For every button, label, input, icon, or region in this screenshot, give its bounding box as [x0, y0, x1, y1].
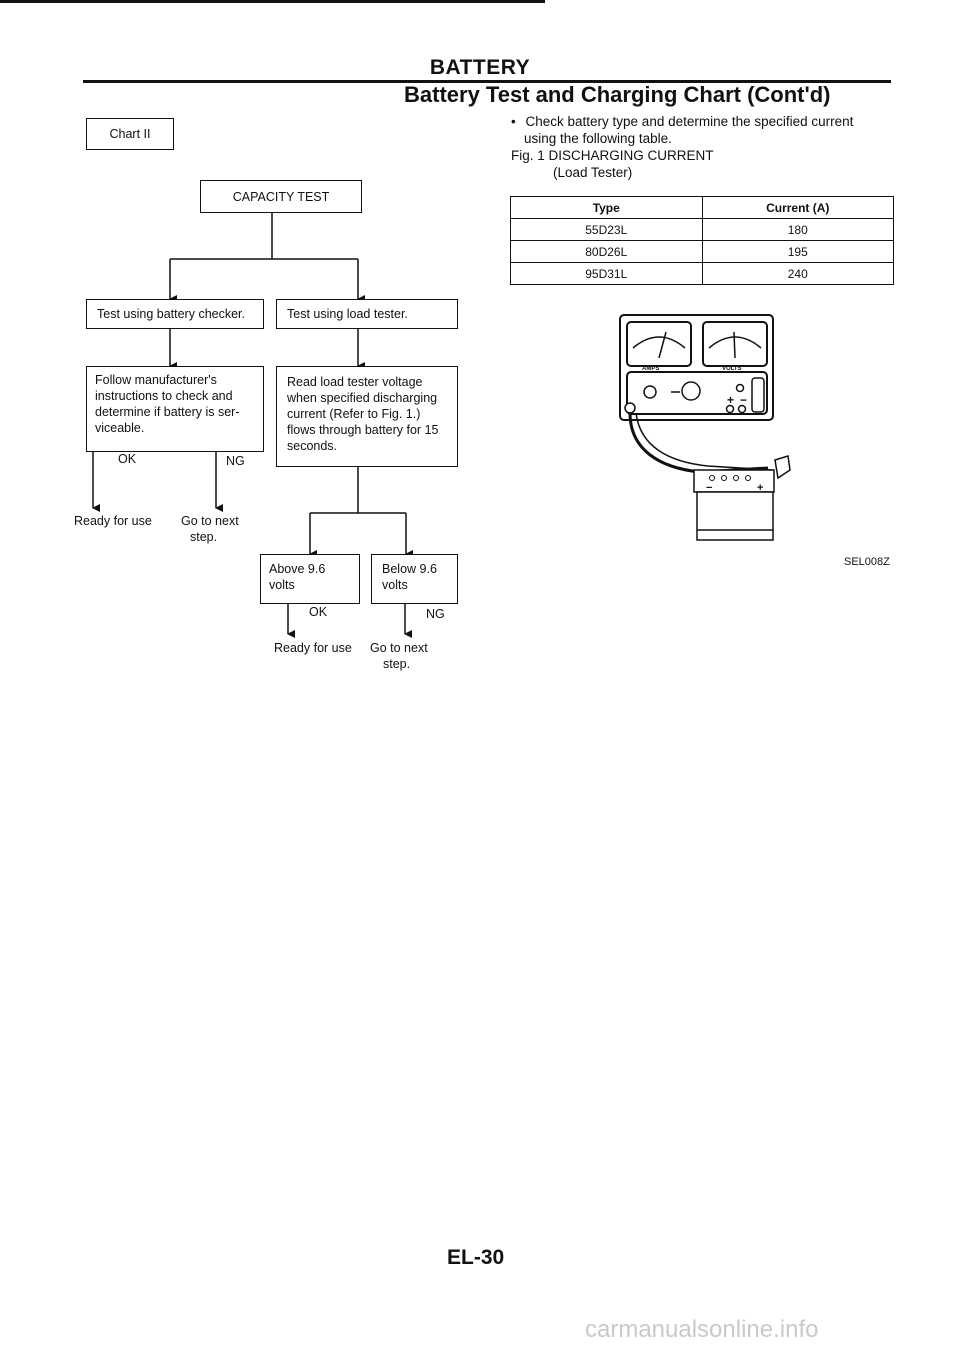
left-ng-label: NG	[226, 454, 245, 468]
watermark: carmanualsonline.info	[585, 1316, 819, 1343]
instruction-line: instructions to check and	[95, 389, 233, 403]
table-row: 80D26L 195	[510, 240, 894, 263]
instruction-line: Read load tester voltage	[287, 375, 423, 389]
amps-label: AMPS	[642, 366, 659, 372]
amps-meter	[626, 321, 692, 367]
top-rule	[0, 0, 545, 3]
below-voltage-box: Below 9.6 volts	[371, 554, 458, 604]
page-subtitle: Battery Test and Charging Chart (Cont'd)	[404, 82, 831, 107]
capacity-test-label: CAPACITY TEST	[232, 189, 330, 204]
table-header-row: Type Current (A)	[510, 196, 894, 219]
tester-cable-inner	[635, 412, 773, 471]
below-line: Below 9.6	[382, 562, 437, 576]
volts-scale	[708, 336, 762, 349]
header-rule	[83, 80, 891, 83]
result-line: Go to next	[181, 514, 239, 528]
manufacturer-instruction-box: Follow manufacturer's instructions to ch…	[86, 366, 264, 452]
tester-plus-label: +	[727, 393, 734, 407]
table-row: 55D23L 180	[510, 218, 894, 241]
table-row: 95D31L 240	[510, 262, 894, 285]
instruction-bullet-line: • Check battery type and determine the s…	[511, 113, 901, 130]
amps-scale	[632, 336, 686, 349]
battery-checker-box: Test using battery checker.	[86, 299, 264, 329]
table-cell-current: 195	[701, 240, 894, 263]
section-title: BATTERY	[429, 56, 531, 79]
instruction-line: Follow manufacturer's	[95, 373, 217, 387]
battery-case	[696, 491, 774, 541]
discharge-current-table: Type Current (A) 55D23L 180 80D26L 195 9…	[510, 196, 894, 285]
result-line: Go to next	[370, 641, 428, 655]
table-header-current: Current (A)	[701, 196, 894, 219]
below-line: volts	[382, 578, 408, 592]
terminal-icon	[735, 383, 745, 393]
tester-cable	[628, 412, 769, 474]
instruction-line-2: using the following table.	[524, 131, 672, 146]
figure-title: Fig. 1 DISCHARGING CURRENT	[511, 148, 714, 163]
load-tester-box: Test using load tester.	[276, 299, 458, 329]
load-tester-label: Test using load tester.	[287, 307, 408, 321]
tester-minus-label: −	[740, 393, 747, 407]
battery-checker-label: Test using battery checker.	[97, 307, 245, 321]
load-knob-icon	[681, 381, 701, 401]
amps-needle	[658, 331, 667, 359]
left-ng-result: Go to next step.	[181, 513, 239, 545]
above-voltage-box: Above 9.6 volts	[260, 554, 360, 604]
figure-code: SEL008Z	[844, 556, 890, 568]
instruction-line: current (Refer to Fig. 1.)	[287, 407, 421, 421]
indicator-lamp-icon	[643, 385, 657, 399]
chart-label: Chart II	[109, 127, 151, 141]
figure-subtitle: (Load Tester)	[553, 165, 633, 180]
capacity-test-box: CAPACITY TEST	[200, 180, 362, 213]
volts-needle	[733, 331, 736, 359]
right-ng-result: Go to next step.	[370, 640, 428, 672]
left-ok-label: OK	[118, 452, 137, 466]
instruction-block: • Check battery type and determine the s…	[511, 113, 901, 181]
above-line: Above 9.6	[269, 562, 326, 576]
right-ng-label: NG	[426, 607, 445, 621]
table-cell-current: 240	[701, 262, 894, 285]
instruction-line: flows through battery for 15	[287, 423, 439, 437]
above-line: volts	[269, 578, 295, 592]
terminal-icon	[725, 404, 735, 414]
instruction-line-1: Check battery type and determine the spe…	[525, 114, 854, 129]
battery-plus-label: +	[757, 482, 763, 494]
instruction-line: viceable.	[95, 421, 145, 435]
chart-label-box: Chart II	[86, 118, 174, 150]
instruction-line: when specified discharging	[287, 391, 438, 405]
left-ok-result: Ready for use	[74, 514, 152, 528]
terminal-strip	[751, 377, 765, 413]
result-line: step.	[190, 530, 218, 544]
terminal-icon	[737, 404, 747, 414]
battery-clamp-icon	[774, 455, 791, 480]
table-cell-type: 95D31L	[510, 262, 703, 285]
read-voltage-box: Read load tester voltage when specified …	[276, 366, 458, 467]
cable-outlet-icon	[624, 402, 636, 414]
page-number: EL-30	[447, 1246, 505, 1269]
result-line: step.	[383, 657, 411, 671]
bullet-icon: •	[511, 114, 516, 129]
battery-minus-label: −	[706, 482, 712, 494]
volts-label: VOLTS	[722, 366, 742, 372]
right-ok-result: Ready for use	[274, 641, 352, 655]
instruction-line: determine if battery is ser-	[95, 405, 240, 419]
instruction-line: seconds.	[287, 439, 338, 453]
right-ok-label: OK	[309, 605, 328, 619]
